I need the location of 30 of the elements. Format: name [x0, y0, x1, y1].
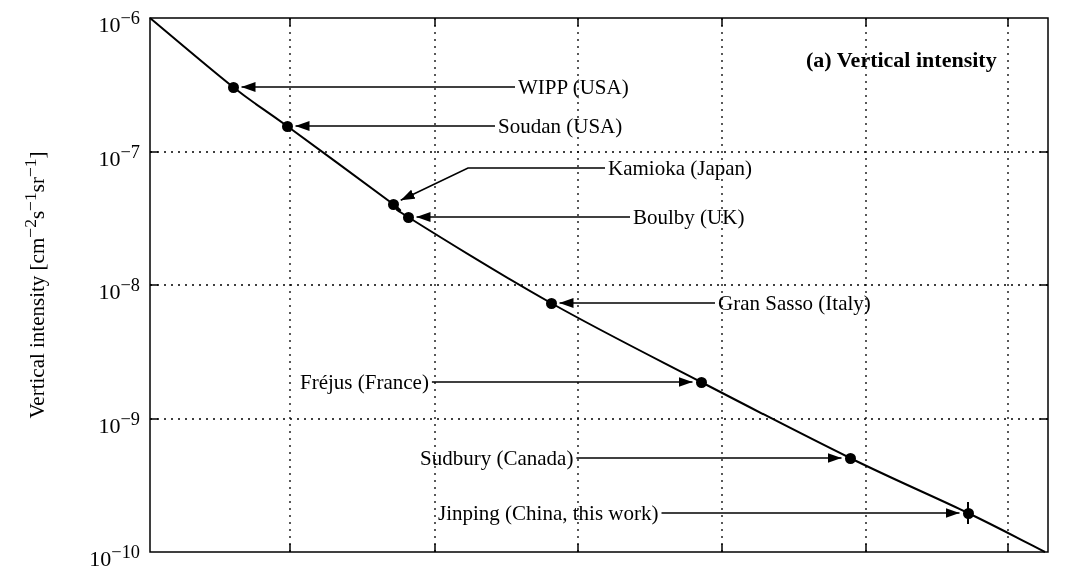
arrow [399, 167, 606, 202]
data-point [545, 297, 557, 309]
site-label: Boulby (UK) [633, 204, 745, 230]
panel-title: (a) Vertical intensity [806, 47, 997, 73]
site-label: WIPP (USA) [518, 74, 629, 100]
axis-tick-label: 10$^{−7}$ [98, 141, 140, 173]
axis-tick-label: 10$^{−10}$ [89, 541, 140, 568]
arrow [431, 377, 694, 387]
site-label: Kamioka (Japan) [608, 155, 753, 181]
data-point [227, 81, 239, 93]
arrow [558, 298, 716, 308]
data-point [402, 211, 414, 223]
arrow [660, 508, 961, 518]
site-label: Soudan (USA) [498, 113, 623, 139]
data-point [695, 376, 707, 388]
arrow [415, 212, 631, 222]
data-point [962, 507, 974, 519]
site-label: Sudbury (Canada) [420, 445, 574, 471]
axis-tick-label: 10$^{−6}$ [98, 7, 140, 39]
arrow [240, 82, 516, 92]
data-point [281, 120, 293, 132]
axis-tick-label: 10$^{−9}$ [98, 408, 140, 440]
site-label: Gran Sasso (Italy) [718, 290, 871, 316]
arrow [294, 121, 496, 131]
site-label: Jinping (China, this work) [438, 500, 659, 526]
arrow [575, 453, 843, 463]
site-label: Fréjus (France) [300, 369, 429, 395]
data-point [844, 452, 856, 464]
axis-tick-label: 10$^{−8}$ [98, 274, 140, 306]
data-point [387, 198, 399, 210]
